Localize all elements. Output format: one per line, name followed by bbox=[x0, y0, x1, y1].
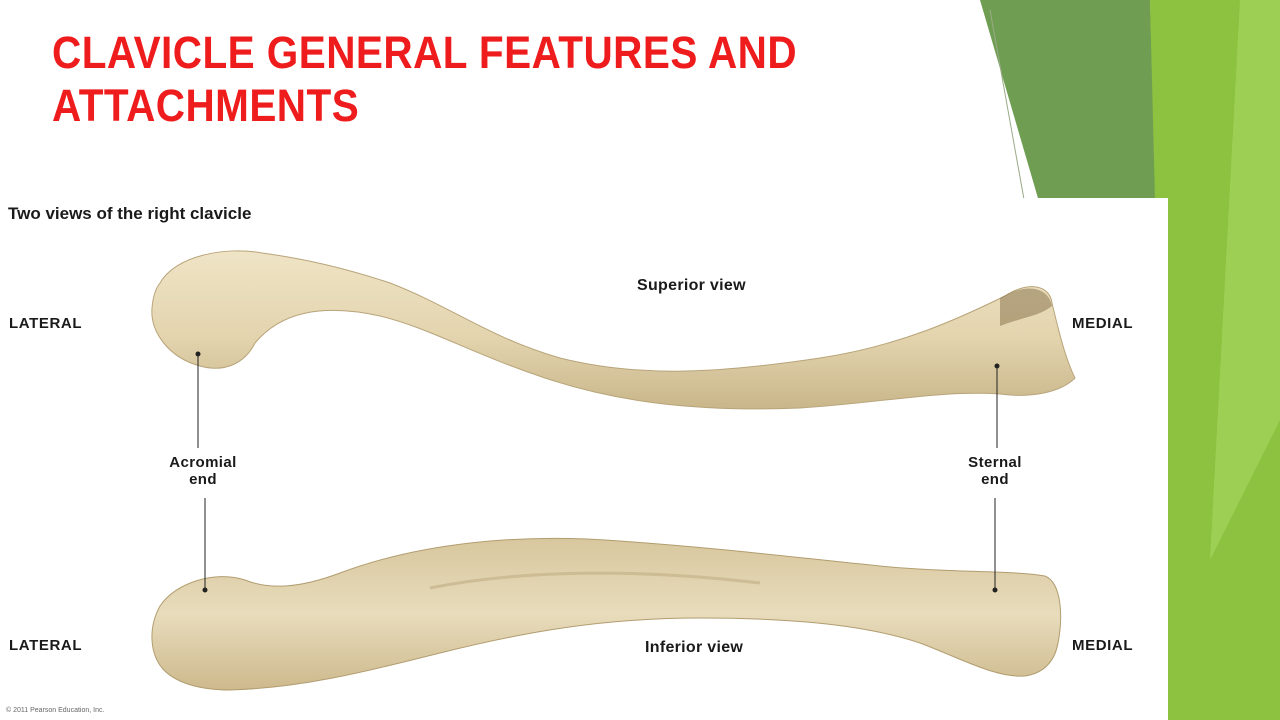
clavicle-superior-view bbox=[151, 250, 1076, 410]
green-accent-line bbox=[989, 9, 1026, 206]
sternal-end-label: Sternal end bbox=[940, 454, 1050, 488]
sternal-pointer-dot-inferior bbox=[992, 587, 998, 593]
acromial-end-label-line-2: end bbox=[189, 471, 217, 488]
superior-view-label: Superior view bbox=[637, 277, 746, 294]
medial-label-superior: MEDIAL bbox=[1072, 315, 1134, 332]
clavicle-inferior-view bbox=[151, 537, 1062, 691]
inferior-groove bbox=[429, 571, 761, 590]
slide-title-line-2: ATTACHMENTS bbox=[52, 80, 360, 131]
acromial-end-label-line-1: Acromial bbox=[169, 454, 237, 471]
acromial-pointer-dot-inferior bbox=[202, 587, 208, 593]
copyright-credit: © 2011 Pearson Education, Inc. bbox=[6, 707, 105, 714]
slide-title: CLAVICLE GENERAL FEATURES AND ATTACHMENT… bbox=[52, 26, 862, 132]
lateral-label-inferior: LATERAL bbox=[9, 637, 83, 654]
sternal-end-label-line-1: Sternal bbox=[968, 454, 1022, 471]
medial-label-inferior: MEDIAL bbox=[1072, 637, 1134, 654]
sternal-end-superior-shading bbox=[1000, 288, 1052, 326]
clavicle-figure: Two views of the right clavicle LATERAL … bbox=[0, 198, 1168, 720]
sternal-end-label-line-2: end bbox=[981, 471, 1009, 488]
figure-caption: Two views of the right clavicle bbox=[8, 204, 252, 223]
slide-title-line-1: CLAVICLE GENERAL FEATURES AND bbox=[52, 27, 798, 78]
green-accent-highlight bbox=[1210, 0, 1280, 560]
inferior-view-label: Inferior view bbox=[645, 639, 744, 656]
acromial-pointer-dot-superior bbox=[195, 351, 201, 357]
clavicle-illustration bbox=[151, 250, 1076, 691]
acromial-end-label: Acromial end bbox=[148, 454, 258, 488]
lateral-label-superior: LATERAL bbox=[9, 315, 83, 332]
sternal-pointer-dot-superior bbox=[994, 363, 1000, 369]
